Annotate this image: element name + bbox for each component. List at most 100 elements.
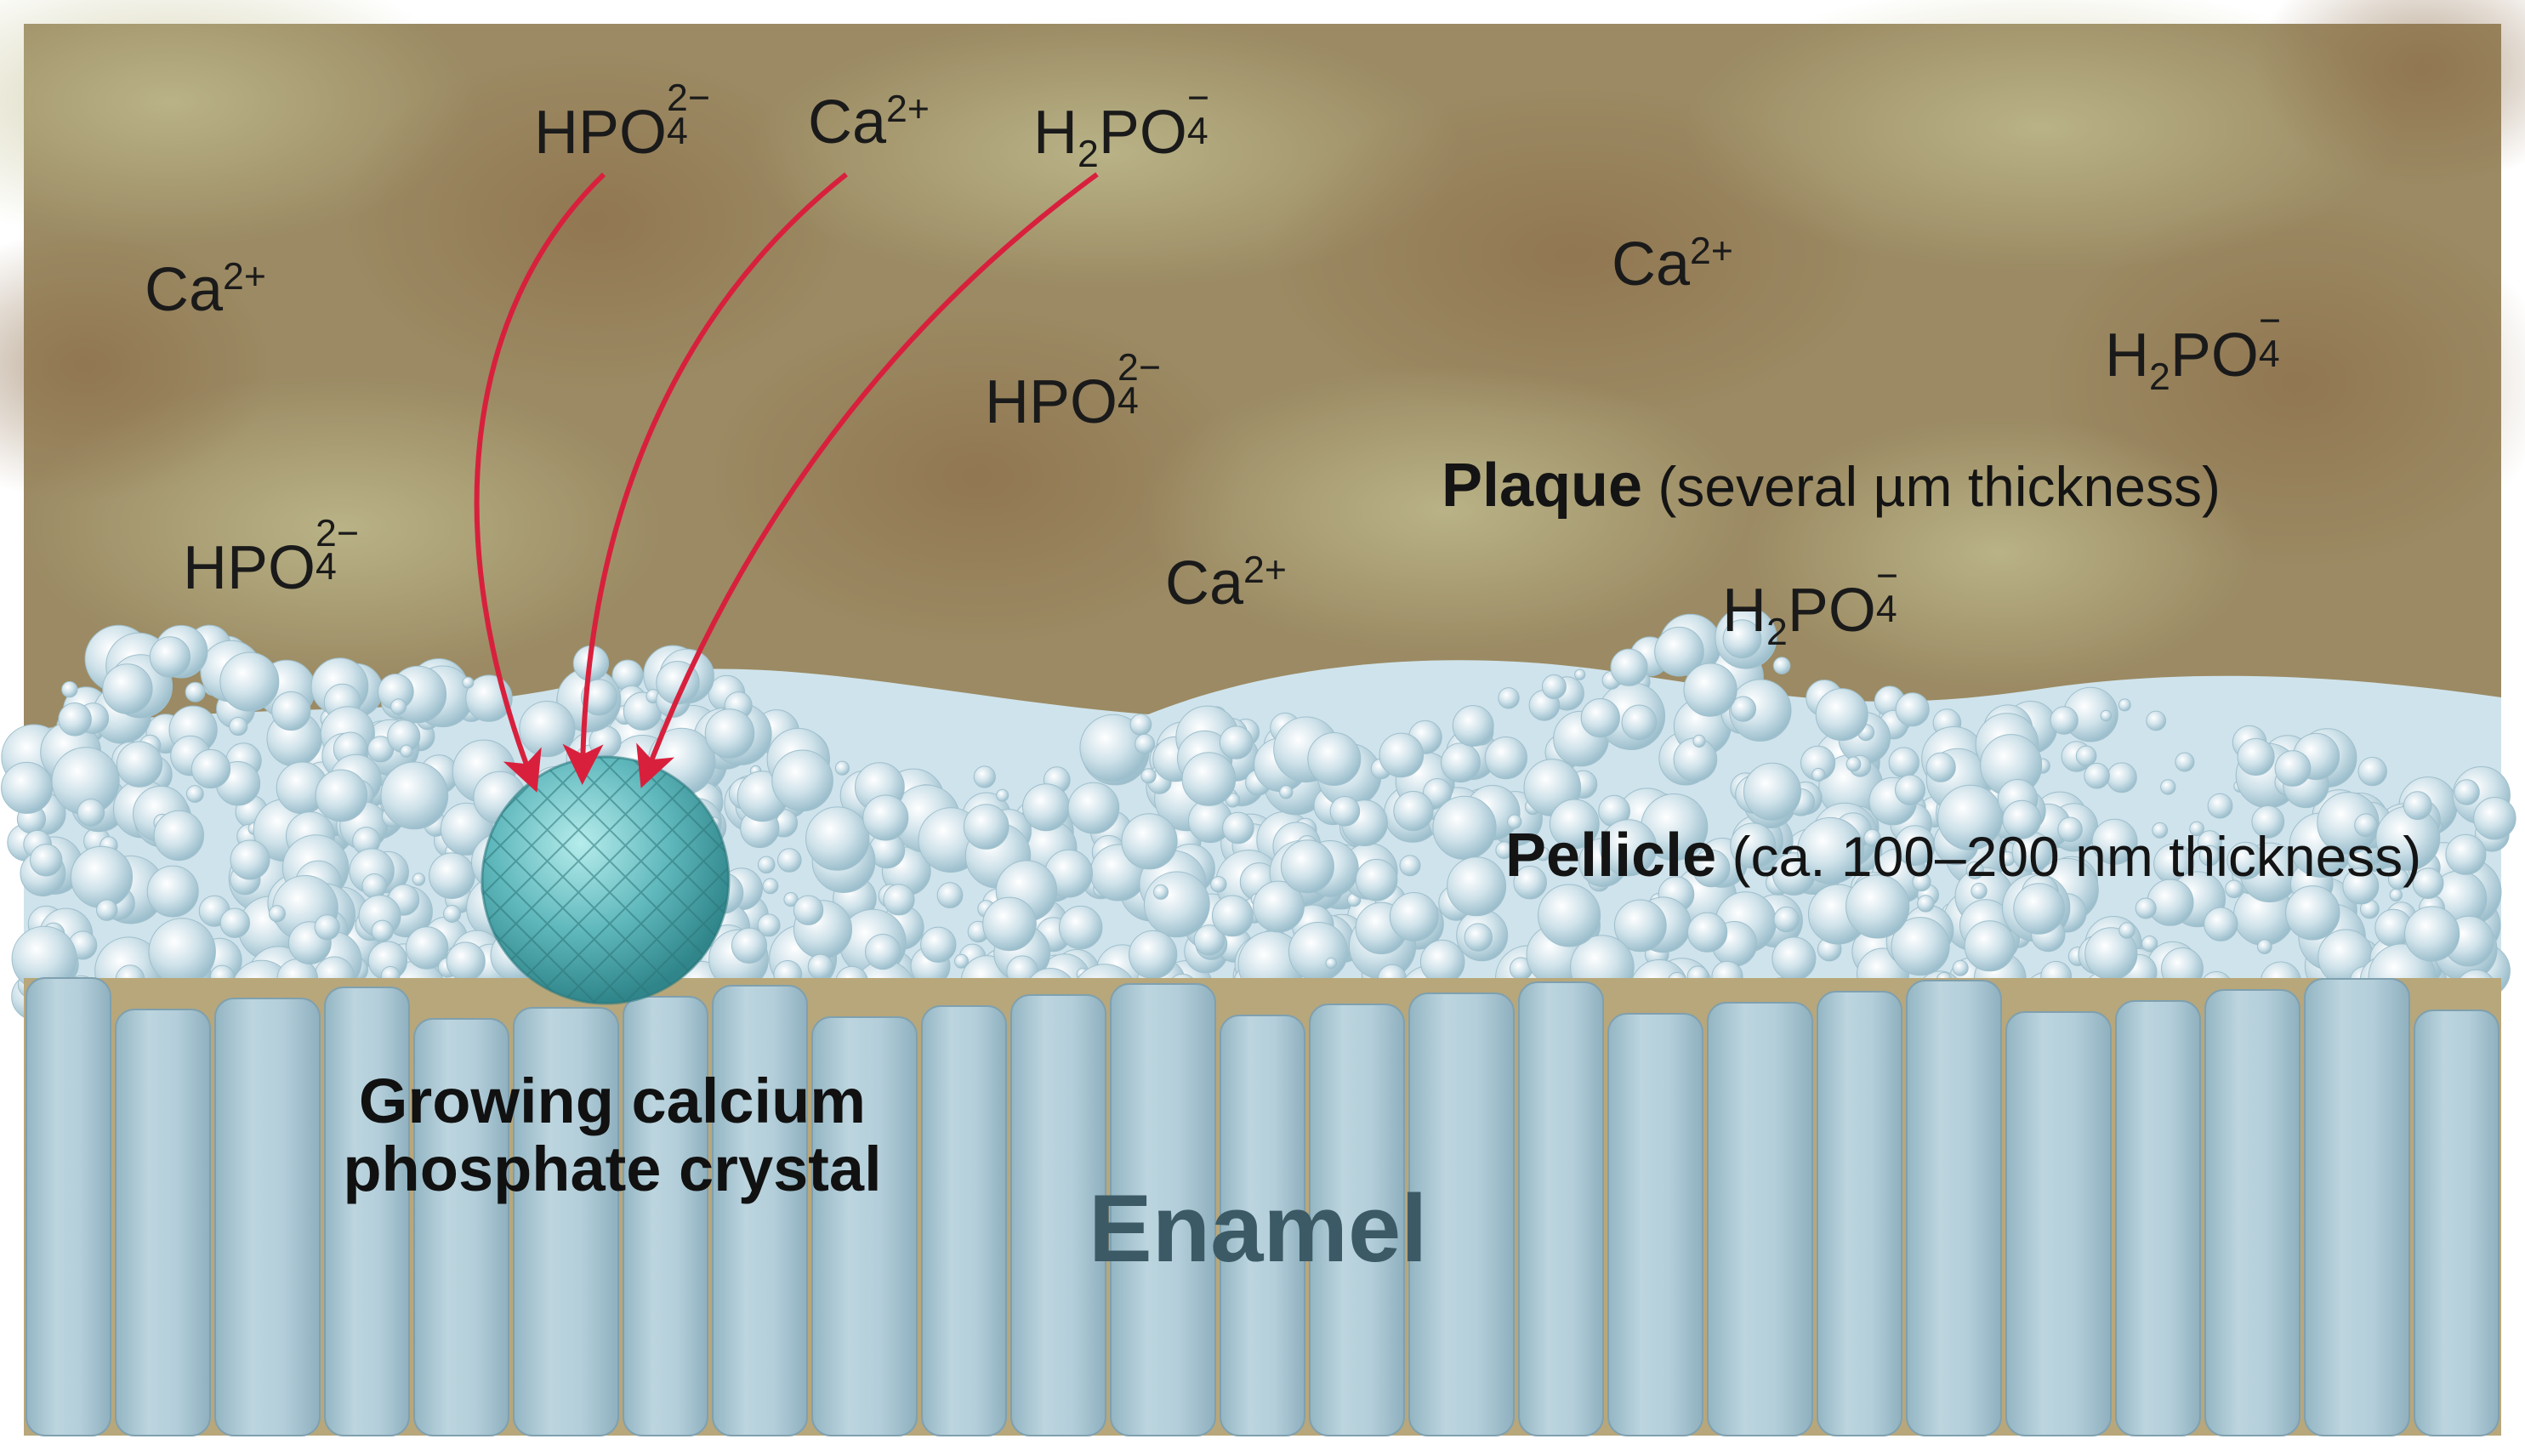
enamel-rod — [2414, 1010, 2499, 1436]
ion-subscript: 2 — [1766, 611, 1788, 653]
pellicle-bubble — [1181, 752, 1237, 806]
pellicle-bubble — [2207, 793, 2233, 819]
pellicle-bubble — [1379, 732, 1425, 778]
pellicle-bubble — [1772, 657, 1791, 674]
pellicle-bubble — [229, 716, 248, 737]
ion-charge: − — [1186, 77, 1209, 119]
pellicle-bubble — [371, 919, 394, 942]
pellicle-bubble — [1952, 959, 1969, 976]
pellicle-bubble — [271, 691, 311, 731]
crystal-label: Growing calcium phosphate crystal — [315, 1067, 910, 1203]
pellicle-bubble — [783, 892, 799, 907]
pellicle-bubble — [1129, 714, 1152, 736]
pellicle-bubble — [1692, 849, 1731, 888]
pellicle-bubble — [443, 905, 461, 923]
pellicle-bubble — [2473, 797, 2516, 840]
pellicle-bubble — [268, 905, 286, 923]
pellicle-bubble — [2251, 805, 2285, 839]
pellicle-bubble — [1730, 822, 1777, 869]
pellicle-bubble — [2100, 709, 2113, 722]
pellicle-bubble — [1536, 846, 1550, 862]
pellicle-bubble — [704, 708, 755, 759]
ion-charge: 2+ — [223, 256, 266, 299]
pellicle-bubble — [1538, 884, 1601, 947]
pellicle-bubble — [1422, 778, 1453, 808]
pellicle-bubble — [1815, 688, 1868, 742]
pellicle-bubble — [1895, 774, 1925, 805]
pellicle-bubble — [1355, 858, 1398, 901]
pellicle-bubble — [1441, 742, 1481, 783]
pellicle-bubble — [1280, 839, 1334, 894]
pellicle-bubble — [2152, 822, 2169, 839]
ion-index: 2−4 — [667, 79, 710, 153]
pellicle-bubble — [315, 769, 368, 822]
enamel-rod — [214, 998, 321, 1436]
pellicle-bubble — [1447, 856, 1507, 917]
pellicle-bubble — [2285, 885, 2340, 941]
ion-charge: − — [1875, 555, 1898, 597]
pellicle-bubble — [390, 698, 407, 715]
pellicle-bubble — [1498, 687, 1520, 709]
pellicle-bubble — [1452, 705, 1494, 747]
calcium-phosphate-crystal — [481, 755, 731, 1005]
enamel-rod — [1309, 1004, 1405, 1436]
pellicle-bubble — [982, 896, 1037, 952]
pellicle-bubble — [1845, 756, 1862, 772]
ion-h2po4-top: H2PO−4 — [1033, 79, 1225, 173]
pellicle-bubble — [2050, 706, 2079, 735]
pellicle-bubble — [2237, 737, 2275, 776]
plaque-title: Plaque — [1442, 452, 1643, 520]
ion-subscript: 4 — [2258, 333, 2280, 375]
ion-h2po4-center: H2PO−4 — [1722, 557, 1914, 651]
pellicle-bubble — [185, 681, 206, 702]
pellicle-bubble — [2226, 841, 2265, 880]
ion-subscript: 4 — [316, 545, 337, 588]
ion-ca-center: Ca2+ — [1165, 552, 1287, 614]
ion-base: PO — [2170, 321, 2259, 390]
pellicle-bubble — [1121, 813, 1178, 870]
pellicle-bubble — [96, 899, 118, 921]
pellicle-bubble — [2445, 833, 2487, 875]
pellicle-bubble — [834, 760, 850, 776]
pellicle-bubble — [2057, 816, 2083, 843]
enamel-rod — [513, 1007, 619, 1436]
pellicle-bubble — [1393, 791, 1434, 832]
pellicle-bubble — [361, 873, 388, 899]
pellicle-bubble — [1722, 619, 1762, 659]
ion-base: HPO — [534, 99, 668, 167]
pellicle-bubble — [771, 749, 833, 812]
pellicle-bubble — [1687, 912, 1728, 953]
pellicle-bubble — [2198, 845, 2221, 867]
ion-base: H — [1722, 577, 1766, 645]
enamel-rod — [2204, 989, 2300, 1436]
pellicle-note: (ca. 100–200 nm thickness) — [1732, 825, 2422, 888]
ion-ca-top: Ca2+ — [808, 91, 930, 153]
pellicle-bubble — [219, 907, 250, 938]
pellicle-bubble — [1730, 696, 1756, 722]
pellicle-bubble — [1743, 762, 1801, 821]
pellicle-bubble — [2389, 888, 2403, 902]
crystal-label-line2: phosphate crystal — [343, 1133, 882, 1204]
pellicle-bubble — [2274, 750, 2312, 787]
enamel-rod — [1110, 983, 1216, 1436]
enamel-rod — [1518, 981, 1604, 1436]
enamel-rod — [2115, 1000, 2201, 1436]
pellicle-bubble — [380, 761, 449, 830]
pellicle-bubble — [1621, 704, 1658, 741]
pellicle-bubble — [1692, 734, 1706, 748]
enamel-label: Enamel — [1089, 1175, 1428, 1282]
pellicle-bubble — [1797, 816, 1864, 884]
pellicle-bubble — [2342, 867, 2380, 905]
pellicle-bubble — [102, 663, 153, 714]
pellicle-bubble — [757, 856, 776, 874]
arrow-hpo4 — [474, 172, 606, 793]
ion-index: −4 — [2258, 302, 2297, 376]
pellicle-bubble — [1917, 895, 1935, 913]
pellicle-bubble — [2002, 799, 2042, 839]
ion-subscript: 4 — [1875, 588, 1897, 630]
pellicle-bubble — [230, 839, 270, 880]
pellicle-bubble — [2204, 907, 2238, 941]
pellicle-bubble — [954, 953, 969, 969]
